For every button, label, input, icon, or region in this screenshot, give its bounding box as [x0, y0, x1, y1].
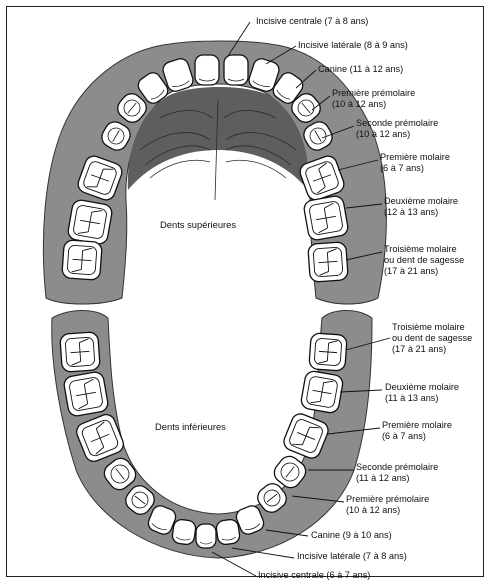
upper-label-6: Première molaire(6 à 7 ans) [380, 152, 450, 173]
lower-tooth-inc [215, 519, 240, 546]
lower-label-7: Incisive latérale (7 à 8 ans) [297, 551, 407, 561]
lower-label-1-line-1: Troisième molaire [392, 322, 465, 332]
upper-tooth-mol [62, 240, 103, 281]
upper-label-4-line-1: Première prémolaire [332, 88, 415, 98]
lower-label-5-line-2: (10 à 12 ans) [346, 505, 400, 515]
upper-label-8-line-3: (17 à 21 ans) [384, 266, 438, 276]
lower-label-3-line-1: Première molaire [382, 420, 452, 430]
upper-label-3-line-1: Canine (11 à 12 ans) [318, 64, 403, 74]
lower-label-8-line-1: Incisive centrale (6 à 7 ans) [258, 570, 370, 580]
upper-label-8-line-1: Troisième molaire [384, 244, 457, 254]
upper-tooth-inc [224, 55, 248, 85]
lower-tooth-mol [300, 370, 344, 414]
upper-label-2: Incisive latérale (8 à 9 ans) [298, 40, 408, 50]
lower-label-8: Incisive centrale (6 à 7 ans) [258, 570, 370, 580]
upper-label-5-line-1: Seconde prémolaire [356, 118, 438, 128]
upper-label-1-line-1: Incisive centrale (7 à 8 ans) [256, 16, 368, 26]
lower-tooth-mol [309, 333, 347, 371]
upper-tooth-mol [67, 199, 113, 245]
upper-label-7-line-2: (12 à 13 ans) [384, 207, 438, 217]
lower-label-3-line-2: (6 à 7 ans) [382, 431, 426, 441]
upper-label-2-line-1: Incisive latérale (8 à 9 ans) [298, 40, 408, 50]
upper-label-5: Seconde prémolaire(10 à 12 ans) [356, 118, 438, 139]
lower-label-4-line-1: Seconde prémolaire [356, 462, 438, 472]
lower-label-4: Seconde prémolaire(11 à 12 ans) [356, 462, 438, 483]
lower-label-1-line-2: ou dent de sagesse [392, 333, 472, 343]
lower-label-7-line-1: Incisive latérale (7 à 8 ans) [297, 551, 407, 561]
lower-caption: Dents inférieures [155, 421, 226, 432]
upper-label-1: Incisive centrale (7 à 8 ans) [256, 16, 368, 26]
upper-label-7: Deuxième molaire(12 à 13 ans) [384, 196, 458, 217]
lower-tooth-mol [63, 371, 109, 417]
upper-label-4-line-2: (10 à 12 ans) [332, 99, 386, 109]
lower-label-4-line-2: (11 à 12 ans) [356, 473, 409, 483]
upper-label-6-line-1: Première molaire [380, 152, 450, 162]
upper-tooth-mol [303, 195, 349, 241]
lower-label-6: Canine (9 à 10 ans) [311, 530, 392, 540]
upper-label-8-line-2: ou dent de sagesse [384, 255, 464, 265]
lower-tooth-mol [60, 332, 101, 373]
lower-tooth-inc [171, 519, 196, 546]
lower-label-2-line-2: (11 à 13 ans) [385, 393, 438, 403]
upper-caption: Dents supérieures [160, 219, 236, 230]
upper-label-3: Canine (11 à 12 ans) [318, 64, 403, 74]
upper-tooth-inc [195, 55, 219, 85]
lower-label-5: Première prémolaire(10 à 12 ans) [346, 494, 429, 515]
lower-tooth-inc [196, 524, 216, 548]
upper-label-7-line-1: Deuxième molaire [384, 196, 458, 206]
lower-label-2-line-1: Deuxième molaire [385, 382, 459, 392]
lower-label-2: Deuxième molaire(11 à 13 ans) [385, 382, 459, 403]
lower-label-1-line-3: (17 à 21 ans) [392, 344, 446, 354]
upper-label-4: Première prémolaire(10 à 12 ans) [332, 88, 415, 109]
lower-label-3: Première molaire(6 à 7 ans) [382, 420, 452, 441]
upper-label-6-line-2: (6 à 7 ans) [380, 163, 424, 173]
lower-label-5-line-1: Première prémolaire [346, 494, 429, 504]
upper-tooth-mol [308, 242, 349, 283]
upper-label-5-line-2: (10 à 12 ans) [356, 129, 410, 139]
lower-label-6-line-1: Canine (9 à 10 ans) [311, 530, 392, 540]
